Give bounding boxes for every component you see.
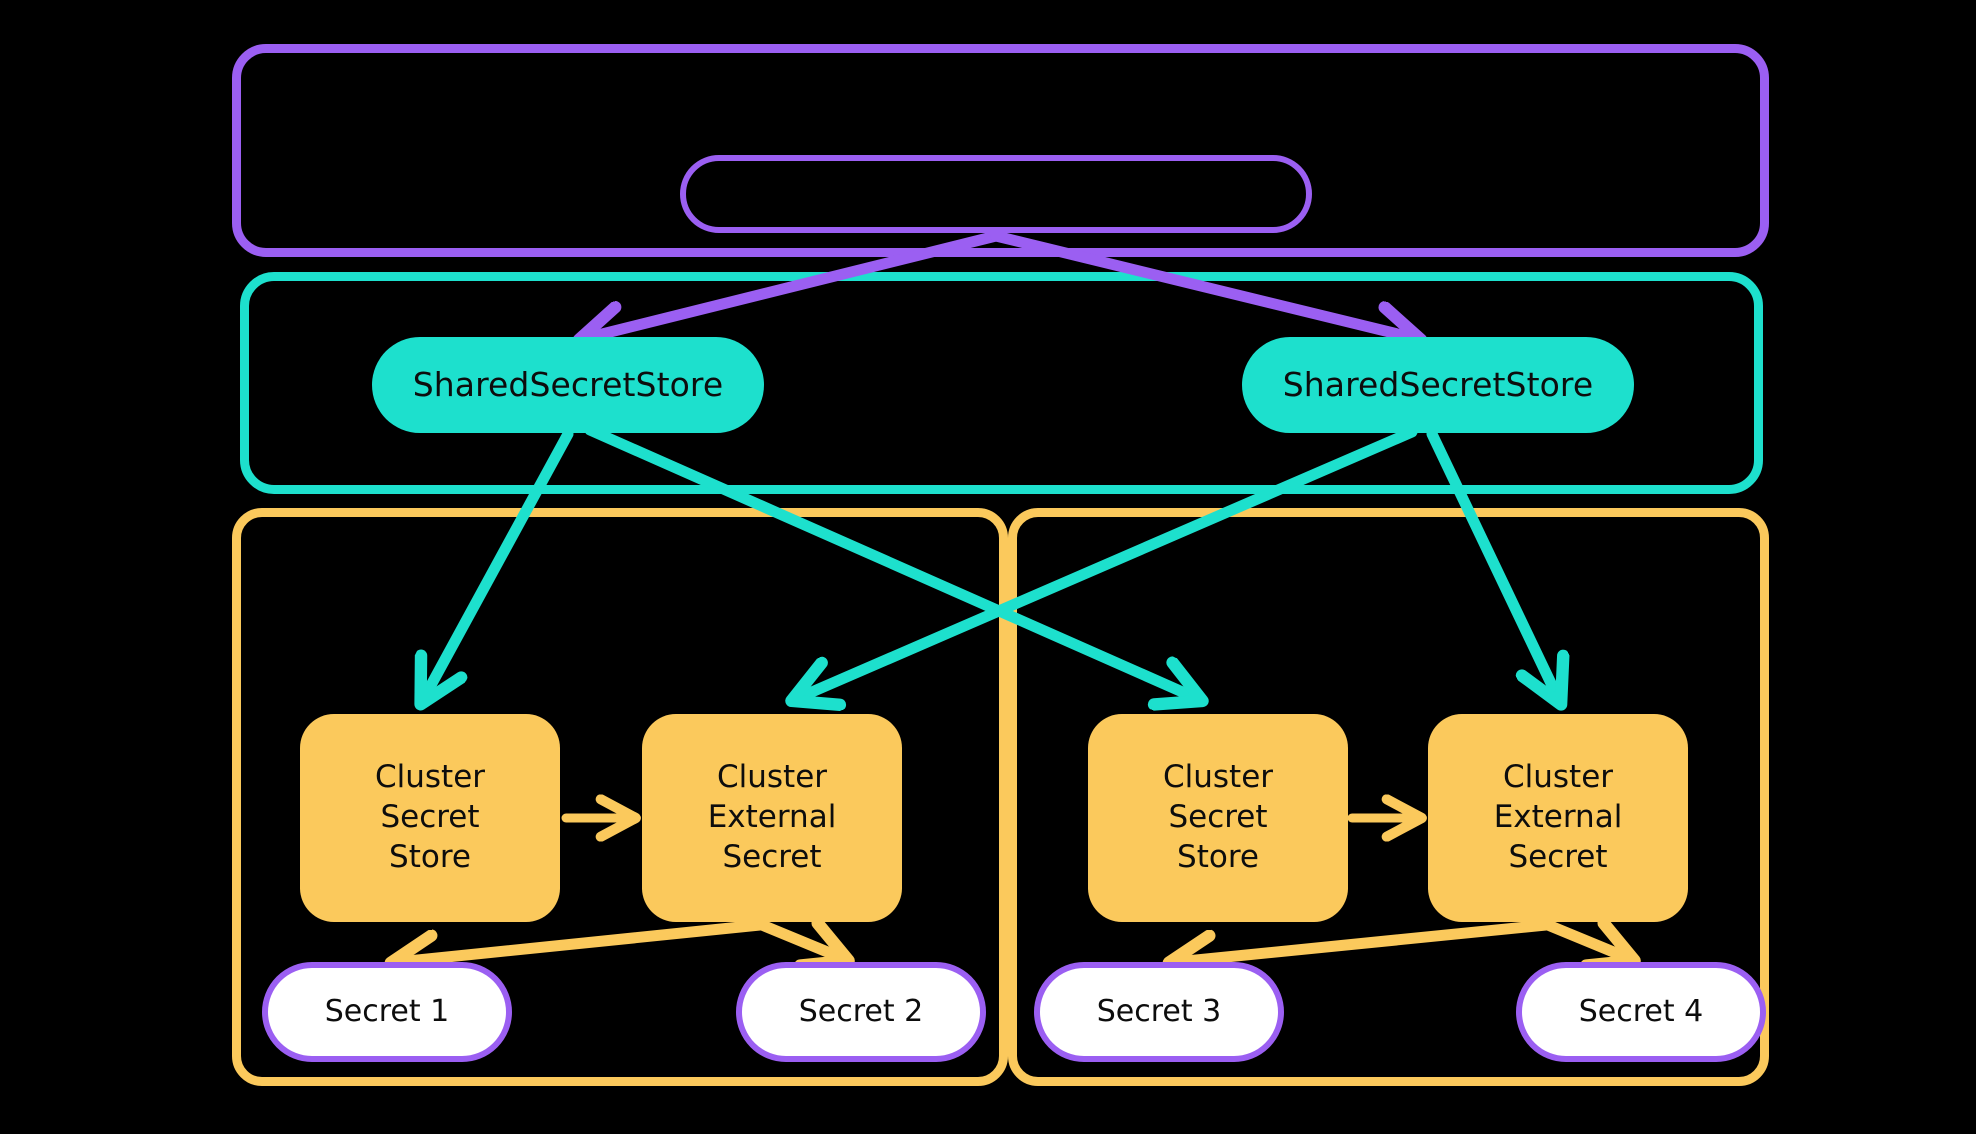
node-line: External [1493,799,1623,836]
node-line: Cluster [1162,759,1274,796]
node-line: External [707,799,837,836]
node-line: Secret [1168,799,1268,836]
node-secret-3[interactable]: Secret 3 [1034,962,1284,1062]
node-cluster-external-secret-a[interactable]: Cluster External Secret [642,714,902,922]
node-secret-2[interactable]: Secret 2 [736,962,986,1062]
node-line: Secret [1508,838,1608,875]
node-line: Cluster [716,759,828,796]
node-cluster-secret-store-b[interactable]: Cluster Secret Store [1088,714,1348,922]
node-shared-secret-store-right[interactable]: SharedSecretStore [1242,337,1634,433]
node-controller[interactable] [680,155,1312,233]
node-secret-1[interactable]: Secret 1 [262,962,512,1062]
node-line: Cluster [1502,759,1614,796]
node-secret-4[interactable]: Secret 4 [1516,962,1766,1062]
node-cluster-external-secret-b[interactable]: Cluster External Secret [1428,714,1688,922]
node-line: Store [389,838,471,875]
node-line: Secret [722,838,822,875]
node-line: Secret [380,799,480,836]
node-shared-secret-store-left[interactable]: SharedSecretStore [372,337,764,433]
node-line: Cluster [374,759,486,796]
node-line: Store [1177,838,1259,875]
node-cluster-secret-store-a[interactable]: Cluster Secret Store [300,714,560,922]
